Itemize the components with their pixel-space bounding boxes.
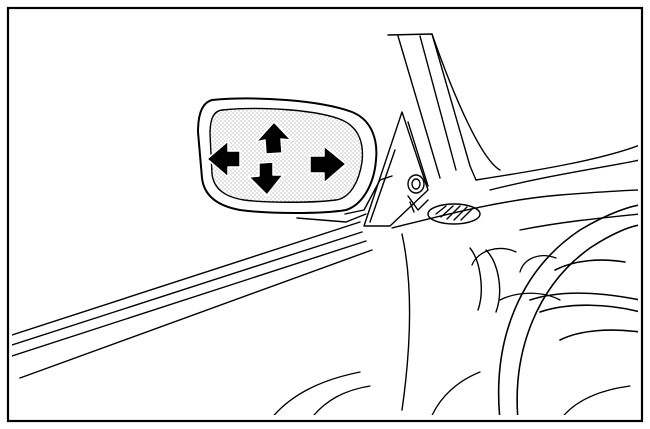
air-vent <box>428 204 480 224</box>
figure-frame <box>8 8 642 421</box>
